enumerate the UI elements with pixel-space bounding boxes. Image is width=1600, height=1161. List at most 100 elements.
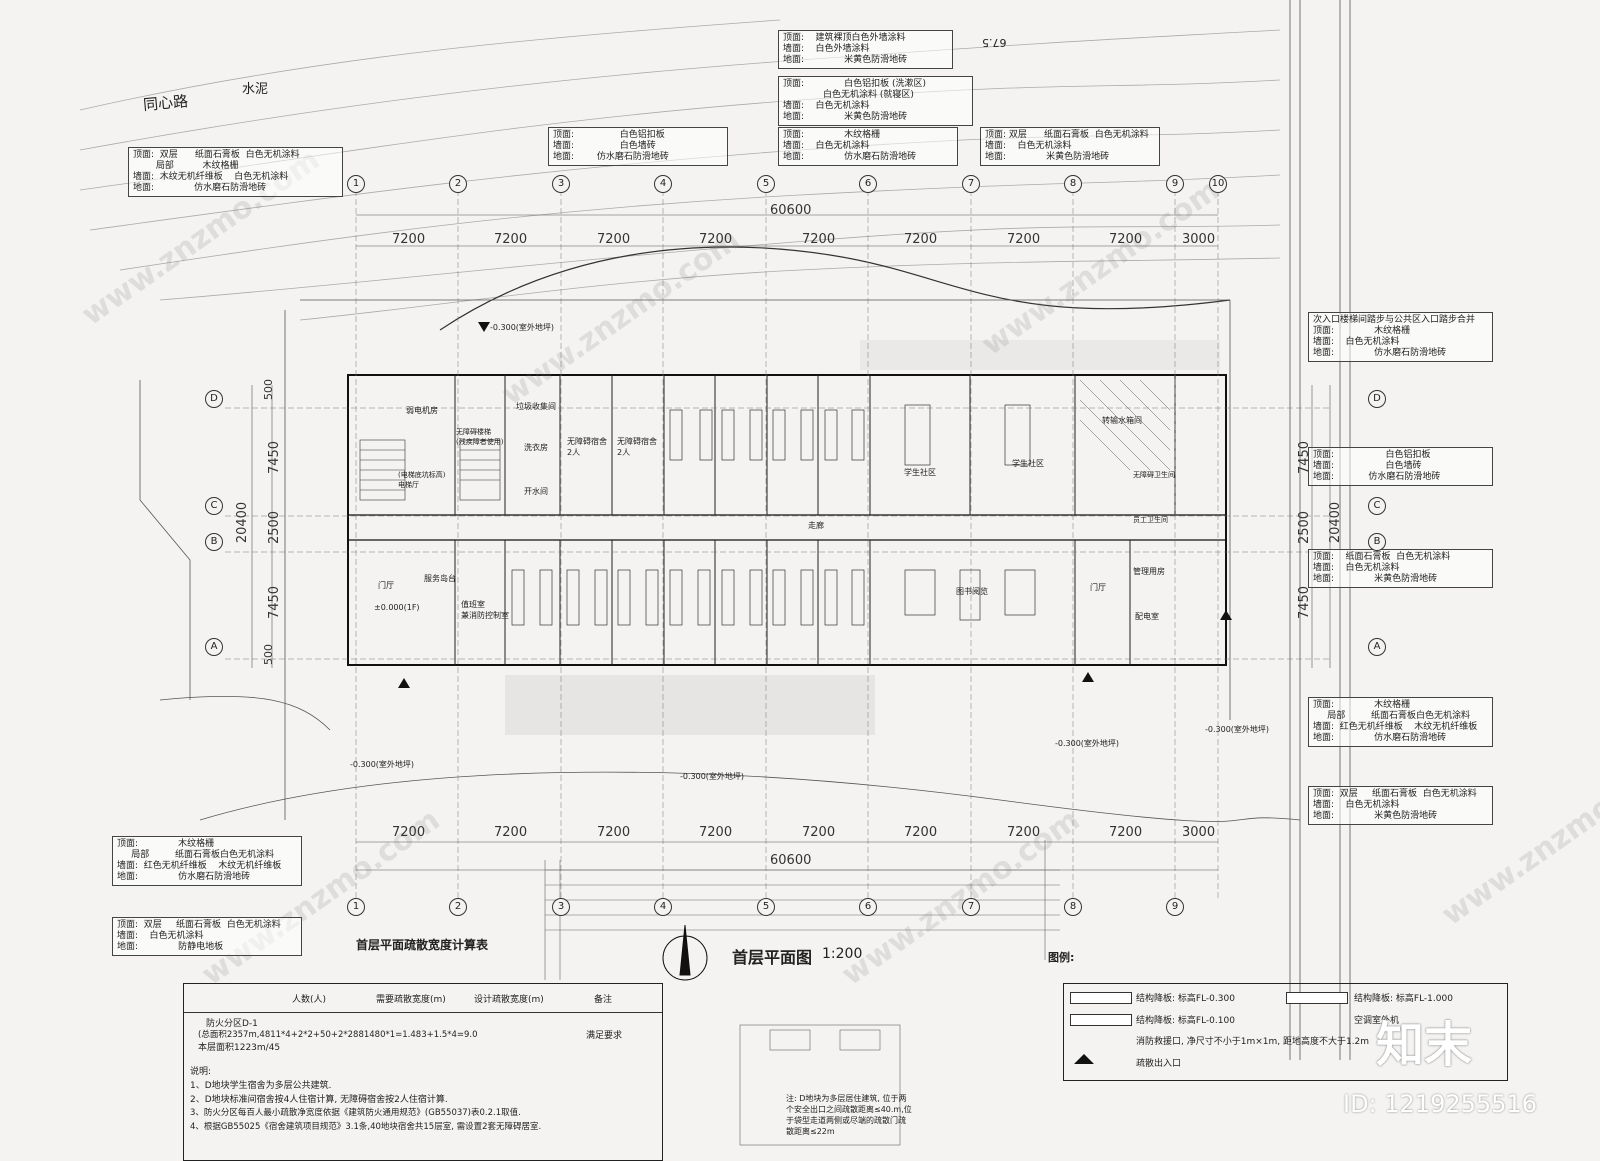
- room-label: 学生社区: [904, 468, 936, 477]
- bay-dimension: 7200: [699, 825, 733, 840]
- room-label: 值班室 兼消防控制室: [461, 600, 509, 620]
- bay-dimension: 7200: [904, 825, 938, 840]
- axis-marker: C: [1368, 497, 1386, 515]
- finish-note: 顶面: 双层 纸面石膏板 白色无机涂料 墙面: 白色无机涂料 地面: 米黄色防滑…: [980, 127, 1160, 166]
- elevation-label: -0.300(室外地坪): [1055, 739, 1120, 748]
- legend-swatch: [1070, 1014, 1132, 1026]
- axis-marker: A: [205, 638, 223, 656]
- floor-level: ±0.000(1F): [374, 603, 420, 612]
- table-header-cell: 备注: [594, 995, 613, 1005]
- axis-marker: 1: [347, 175, 365, 193]
- side-total: 20400: [1328, 501, 1344, 544]
- finish-note: 顶面: 纸面石膏板 白色无机涂料 墙面: 白色无机涂料 地面: 米黄色防滑地砖: [1308, 549, 1493, 588]
- bay-dimension: 7200: [1007, 232, 1041, 247]
- axis-marker: D: [1368, 390, 1386, 408]
- side-dimension: 2500: [1297, 510, 1313, 545]
- legend-swatch: [1070, 992, 1132, 1004]
- table-note: 1、D地块学生宿舍为多层公共建筑.: [190, 1081, 332, 1091]
- finish-note: 顶面: 建筑裸顶白色外墙涂料 墙面: 白色外墙涂料 地面: 米黄色防滑地砖: [778, 30, 953, 69]
- evacuation-table: 人数(人) 需要疏散宽度(m) 设计疏散宽度(m) 备注 防火分区D-1 (总面…: [183, 983, 663, 1161]
- axis-marker: A: [1368, 638, 1386, 656]
- total-dimension: 60600: [770, 203, 812, 218]
- legend-item: 结构降板: 标高FL-0.100: [1136, 1016, 1235, 1026]
- table-header: [184, 984, 662, 1013]
- side-total: 20400: [235, 501, 251, 544]
- legend-item: 空调室外机: [1354, 1016, 1400, 1026]
- table-row: (总面积2357m,4811*4+2*2+50+2*2881480*1=1.48…: [198, 1030, 478, 1040]
- side-dimension: 7450: [1297, 585, 1313, 620]
- axis-marker: 3: [552, 898, 570, 916]
- exit-triangle-icon: [1074, 1054, 1094, 1064]
- finish-note: 顶面: 木纹格栅 局部 纸面石膏板白色无机涂料 墙面: 红色无机纤维板 木纹无机…: [1308, 697, 1493, 747]
- legend-item: 结构降板: 标高FL-0.300: [1136, 994, 1235, 1004]
- contour-label: 67.5: [982, 36, 1007, 49]
- room-label: 门厅: [1090, 583, 1106, 592]
- bay-dimension: 7200: [494, 232, 528, 247]
- bay-dimension: 7200: [802, 232, 836, 247]
- side-dimension: 500: [262, 379, 275, 400]
- elevation-label: -0.300(室外地坪): [680, 772, 745, 781]
- finish-note: 次入口楼梯间踏步与公共区入口踏步合并 顶面: 木纹格栅 墙面: 白色无机涂料 地…: [1308, 312, 1493, 362]
- table-note: 4、根据GB55025《宿舍建筑项目规范》3.1条,40地块宿舍共15层室, 需…: [190, 1122, 542, 1132]
- finish-note: 顶面: 双层 纸面石膏板 白色无机涂料 局部 木纹格栅 墙面: 木纹无机纤维板 …: [128, 147, 343, 197]
- room-label: 垃圾收集间: [516, 402, 556, 411]
- finish-note: 顶面: 白色铝扣板 墙面: 白色墙砖 地面: 仿水磨石防滑地砖: [1308, 447, 1493, 486]
- axis-marker: 2: [449, 175, 467, 193]
- room-label: 转输水箱间: [1102, 416, 1142, 425]
- bay-dimension: 3000: [1182, 825, 1216, 840]
- side-dimension: 7450: [267, 585, 283, 620]
- room-label: 配电室: [1135, 612, 1159, 621]
- room-label: 管理用房: [1133, 567, 1165, 576]
- legend-title: 图例:: [1048, 951, 1075, 964]
- axis-marker: 6: [859, 175, 877, 193]
- bay-dimension: 7200: [1007, 825, 1041, 840]
- room-label: 学生社区: [1012, 459, 1044, 468]
- axis-marker: 2: [449, 898, 467, 916]
- elevation-label: -0.300(室外地坪): [350, 760, 415, 769]
- axis-marker: 7: [962, 898, 980, 916]
- side-dimension: 500: [262, 644, 275, 665]
- finish-note: 顶面: 白色铝扣板 墙面: 白色墙砖 地面: 仿水磨石防滑地砖: [548, 127, 728, 166]
- room-label: 洗衣房: [524, 443, 548, 452]
- axis-marker: 1: [347, 898, 365, 916]
- table-title: 首层平面疏散宽度计算表: [356, 938, 489, 952]
- road-surface: 水泥: [242, 82, 269, 97]
- finish-note: 顶面: 木纹格栅 墙面: 白色无机涂料 地面: 仿水磨石防滑地砖: [778, 127, 958, 166]
- bay-dimension: 7200: [802, 825, 836, 840]
- room-label: (电梯底坑标高) 电梯厅: [398, 471, 446, 489]
- elevation-label: -0.300(室外地坪): [490, 323, 555, 332]
- total-dimension: 60600: [770, 853, 812, 868]
- bay-dimension: 7200: [1109, 825, 1143, 840]
- table-note: 3、防火分区每百人最小疏散净宽度依据《建筑防火通用规范》(GB55037)表0.…: [190, 1108, 521, 1118]
- axis-marker: B: [205, 533, 223, 551]
- bottom-note: 注: D地块为多层居住建筑, 位于两 个安全出口之间疏散距离≤40.m,位 于袋…: [786, 1094, 912, 1136]
- room-label: 弱电机房: [406, 406, 438, 415]
- room-label: 无障碍宿舍 2人: [567, 437, 607, 457]
- axis-marker: 6: [859, 898, 877, 916]
- table-notes-title: 说明:: [190, 1067, 212, 1077]
- axis-marker: 3: [552, 175, 570, 193]
- table-note: 2、D地块标准间宿舍按4人住宿计算, 无障碍宿舍按2人住宿计算.: [190, 1095, 448, 1105]
- elevation-label: -0.300(室外地坪): [1205, 725, 1270, 734]
- axis-marker: 5: [757, 175, 775, 193]
- legend-item: 结构降板: 标高FL-1.000: [1354, 994, 1453, 1004]
- bay-dimension: 7200: [392, 825, 426, 840]
- axis-marker: 7: [962, 175, 980, 193]
- image-id: ID: 1219255516: [1343, 1090, 1537, 1118]
- finish-note: 顶面: 双层 纸面石膏板 白色无机涂料 墙面: 白色无机涂料 地面: 米黄色防滑…: [1308, 786, 1493, 825]
- bay-dimension: 7200: [392, 232, 426, 247]
- axis-marker: 10: [1209, 175, 1227, 193]
- room-label: 开水间: [524, 487, 548, 496]
- finish-note: 顶面: 白色铝扣板 (洗漱区) 白色无机涂料 (就寝区) 墙面: 白色无机涂料 …: [778, 76, 973, 126]
- side-dimension: 2500: [267, 510, 283, 545]
- side-dimension: 7450: [1297, 440, 1313, 475]
- finish-note: 顶面: 木纹格栅 局部 纸面石膏板白色无机涂料 墙面: 红色无机纤维板 木纹无机…: [112, 836, 302, 886]
- side-dimension: 7450: [267, 440, 283, 475]
- table-zone: 防火分区D-1: [206, 1019, 258, 1029]
- room-label: 员工卫生间: [1133, 516, 1168, 524]
- axis-marker: 9: [1166, 175, 1184, 193]
- room-label: 无障碍楼梯 (残疾障者使用): [456, 428, 504, 446]
- table-header-cell: 设计疏散宽度(m): [474, 995, 544, 1005]
